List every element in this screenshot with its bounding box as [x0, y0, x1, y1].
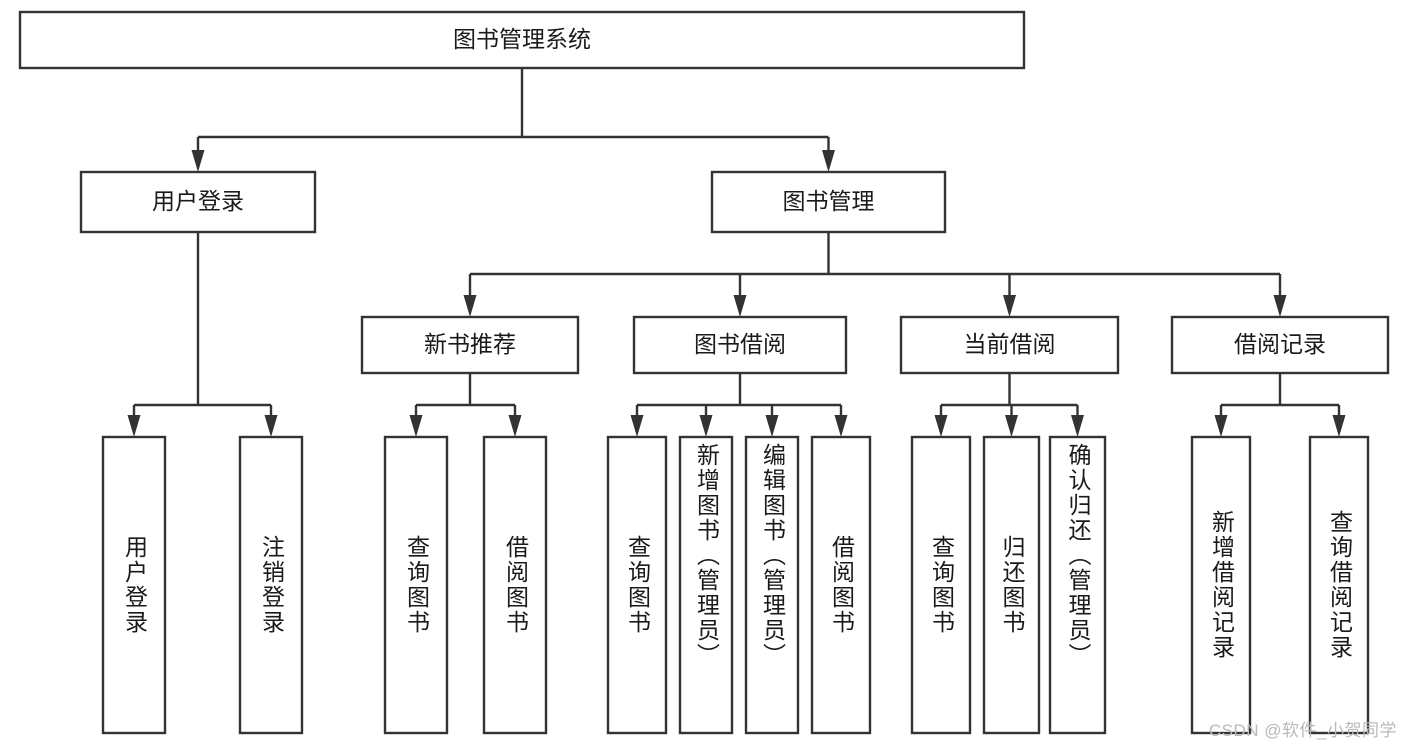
- leaf-node-leaf-borrow-book-rect: [810, 435, 872, 735]
- level1-node-user-login-label: 用户登录: [152, 188, 244, 214]
- level1-node-user-login[interactable]: 用户登录: [79, 170, 317, 234]
- leaf-node-leaf-query-book-recommend[interactable]: [383, 435, 449, 735]
- leaf-node-leaf-query-book-recommend-rect: [383, 435, 449, 735]
- leaf-node-leaf-user-login[interactable]: [101, 435, 167, 735]
- arrow-to-leaf-query-book-recommend: [409, 405, 423, 437]
- leaf-node-leaf-return-book[interactable]: [982, 435, 1041, 735]
- leaf-node-leaf-logout-login[interactable]: [238, 435, 304, 735]
- arrow-to-leaf-return-book: [1005, 405, 1018, 437]
- level2-node-new-book-recommend-rect: [360, 315, 580, 375]
- arrow-to-current-borrow: [1003, 274, 1016, 317]
- arrow-to-new-book-recommend: [463, 274, 477, 317]
- connectors-layer: [127, 68, 1346, 437]
- arrow-to-book-manage: [822, 137, 835, 172]
- arrow-to-leaf-add-borrow-record: [1214, 405, 1228, 437]
- leaf-node-leaf-logout-login-rect: [238, 435, 304, 735]
- leaf-node-leaf-confirm-return-admin-rect: [1048, 435, 1107, 735]
- leaf-node-leaf-borrow-book[interactable]: [810, 435, 872, 735]
- root-node-book-management-system[interactable]: 图书管理系统: [18, 10, 1026, 70]
- arrow-to-borrow-record: [1273, 274, 1287, 317]
- level2-node-current-borrow[interactable]: 当前借阅: [899, 315, 1120, 375]
- level2-node-book-borrow[interactable]: 图书借阅: [632, 315, 848, 375]
- level2-node-borrow-record-label: 借阅记录: [1234, 331, 1326, 357]
- leaf-node-leaf-borrow-book-recommend-rect: [482, 435, 548, 735]
- leaf-node-leaf-add-borrow-record-rect: [1190, 435, 1252, 735]
- level2-node-book-borrow-label: 图书借阅: [694, 331, 786, 357]
- level1-node-user-login-rect: [79, 170, 317, 234]
- root-node-book-management-system-label: 图书管理系统: [453, 26, 591, 52]
- level2-node-current-borrow-label: 当前借阅: [964, 331, 1056, 357]
- arrow-to-leaf-add-book-admin: [699, 405, 713, 437]
- arrow-to-leaf-query-book-borrow: [630, 405, 644, 437]
- leaf-node-leaf-add-borrow-record[interactable]: [1190, 435, 1252, 735]
- arrow-to-user-login: [191, 137, 205, 172]
- level2-node-new-book-recommend-label: 新书推荐: [424, 331, 516, 357]
- leaf-node-leaf-confirm-return-admin[interactable]: [1048, 435, 1107, 735]
- leaf-node-leaf-edit-book-admin[interactable]: [744, 435, 800, 735]
- leaf-node-leaf-query-book-current-rect: [910, 435, 972, 735]
- level2-node-borrow-record[interactable]: 借阅记录: [1170, 315, 1390, 375]
- level1-node-book-manage-rect: [710, 170, 947, 234]
- arrow-to-leaf-user-login: [127, 405, 141, 437]
- leaf-node-leaf-return-book-rect: [982, 435, 1041, 735]
- arrow-to-leaf-query-book-current: [934, 405, 948, 437]
- arrow-to-leaf-logout-login: [264, 405, 278, 437]
- leaf-node-leaf-query-book-borrow[interactable]: [606, 435, 668, 735]
- level2-node-new-book-recommend[interactable]: 新书推荐: [360, 315, 580, 375]
- leaf-node-leaf-query-borrow-record[interactable]: [1308, 435, 1370, 735]
- arrow-to-leaf-edit-book-admin: [765, 405, 779, 437]
- root-node-book-management-system-rect: [18, 10, 1026, 70]
- leaf-node-leaf-edit-book-admin-rect: [744, 435, 800, 735]
- arrow-to-leaf-borrow-book: [834, 405, 848, 437]
- leaf-node-leaf-add-book-admin-rect: [678, 435, 734, 735]
- arrow-to-leaf-query-borrow-record: [1332, 405, 1346, 437]
- leaf-node-leaf-query-book-borrow-rect: [606, 435, 668, 735]
- leaf-node-leaf-add-book-admin[interactable]: [678, 435, 734, 735]
- level2-node-current-borrow-rect: [899, 315, 1120, 375]
- leaf-node-leaf-borrow-book-recommend[interactable]: [482, 435, 548, 735]
- arrow-to-leaf-borrow-book-recommend: [508, 405, 522, 437]
- level2-node-book-borrow-rect: [632, 315, 848, 375]
- level1-node-book-manage[interactable]: 图书管理: [710, 170, 947, 234]
- leaf-node-leaf-query-borrow-record-rect: [1308, 435, 1370, 735]
- arrow-to-leaf-confirm-return-admin: [1071, 405, 1084, 437]
- leaf-node-leaf-query-book-current[interactable]: [910, 435, 972, 735]
- arrow-to-book-borrow: [733, 274, 747, 317]
- level2-node-borrow-record-rect: [1170, 315, 1390, 375]
- watermark-text: CSDN @软件_小贺同学: [1208, 721, 1397, 740]
- leaf-node-leaf-user-login-rect: [101, 435, 167, 735]
- level1-node-book-manage-label: 图书管理: [783, 188, 875, 214]
